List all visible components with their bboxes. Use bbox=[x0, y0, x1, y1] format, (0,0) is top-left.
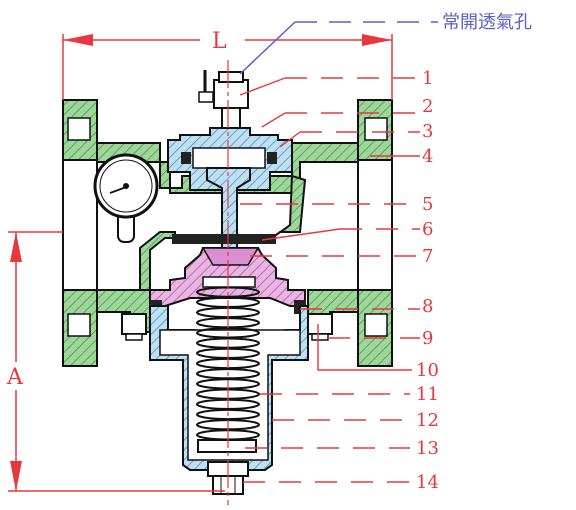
part-number-6: 6 bbox=[422, 219, 433, 240]
dimension-A-label: A bbox=[6, 365, 24, 390]
part-number-13: 13 bbox=[416, 438, 439, 459]
part-number-3: 3 bbox=[422, 121, 433, 142]
vent-fitting bbox=[198, 70, 249, 129]
part-number-11: 11 bbox=[416, 384, 439, 405]
vent-callout: 常開透氣孔 bbox=[239, 12, 532, 75]
vent-label: 常開透氣孔 bbox=[442, 12, 532, 33]
part-number-9: 9 bbox=[422, 328, 433, 349]
part-number-10: 10 bbox=[416, 360, 439, 381]
flange-bolts bbox=[121, 313, 333, 341]
dimension-A: A bbox=[6, 231, 225, 492]
part-number-1: 1 bbox=[422, 68, 433, 89]
part-number-14: 14 bbox=[416, 472, 439, 493]
part-number-2: 2 bbox=[422, 96, 433, 117]
part-number-8: 8 bbox=[422, 296, 433, 317]
part-number-12: 12 bbox=[416, 410, 439, 431]
part-number-4: 4 bbox=[422, 146, 433, 167]
top-bonnet bbox=[167, 127, 293, 263]
pressure-gauge bbox=[93, 153, 159, 243]
part-number-5: 5 bbox=[422, 194, 433, 215]
part-number-7: 7 bbox=[422, 246, 433, 267]
dimension-L: L bbox=[62, 29, 393, 100]
dimension-L-label: L bbox=[212, 29, 227, 54]
part-number-callouts: 1 2 3 4 5 6 7 8 9 10 11 12 13 14 bbox=[239, 68, 439, 493]
